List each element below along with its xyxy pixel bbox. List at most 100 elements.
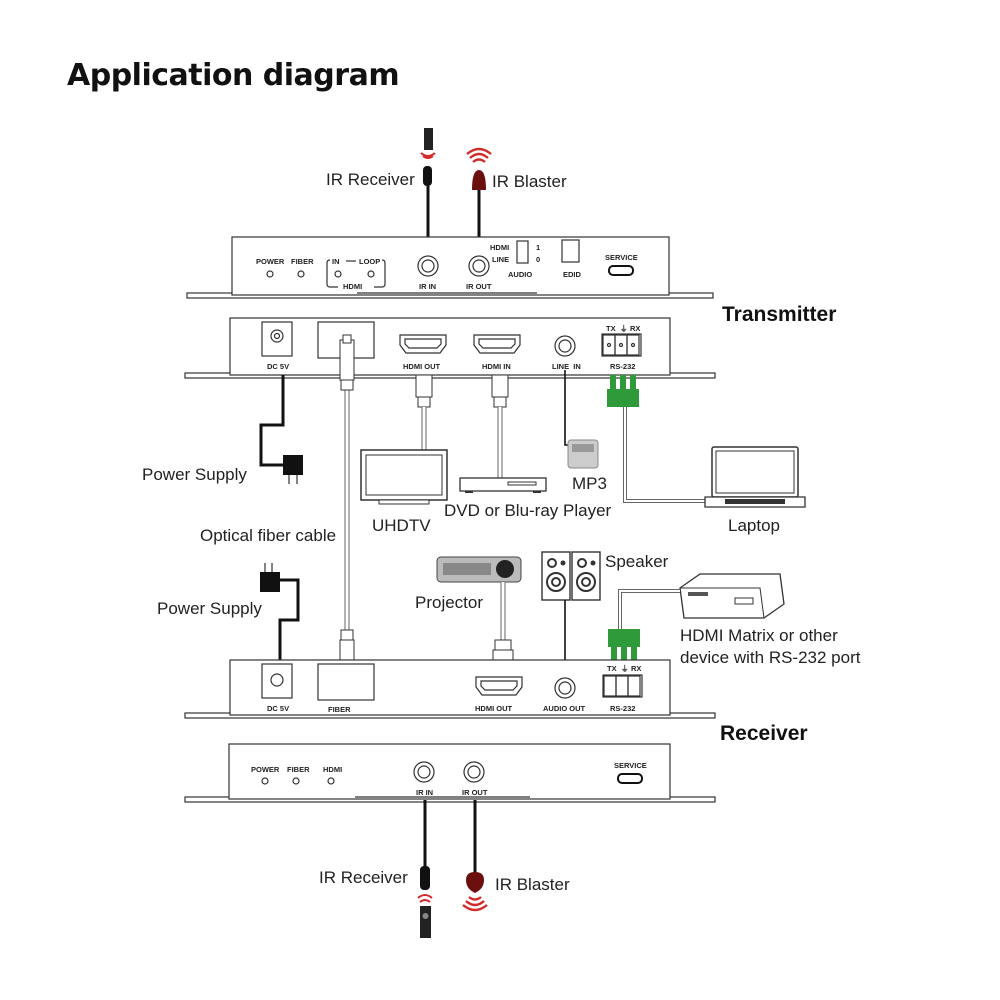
power-adapter-icon: [260, 563, 280, 592]
dvd-player-icon: [459, 477, 547, 493]
ir-out-port: [468, 255, 490, 277]
audio-switch[interactable]: [516, 240, 529, 264]
line-in-port: [554, 335, 576, 357]
ir-in-port: [417, 255, 439, 277]
ir-in-label: IR IN: [416, 788, 433, 797]
audio-out-label: AUDIO OUT: [543, 704, 586, 713]
ir-signal-icon: [420, 152, 436, 159]
audio-out-port: [554, 677, 576, 699]
ir-out-label: IR OUT: [462, 788, 488, 797]
ir-out-port: [463, 761, 485, 783]
transmitter-rear-panel: DC 5V HDMI OUT HDMI IN LINE IN TX ⏚ RX R…: [184, 317, 716, 379]
receiver-rear-panel: DC 5V FIBER HDMI OUT AUDIO OUT TX ⏚ RX R…: [184, 659, 716, 719]
hdmi-in-port: [473, 334, 521, 354]
ir-receiver-bottom: [417, 800, 433, 938]
audio-switch-line-label: LINE: [492, 255, 509, 264]
uhdtv-icon: [360, 449, 448, 505]
rs232-tx-label: TX: [607, 664, 617, 673]
transmitter-front-panel: POWER FIBER IN LOOP HDMI IR IN IR OUT HD…: [186, 236, 714, 299]
rs232-plug-tx: [607, 375, 639, 407]
fiber-port: [317, 663, 375, 701]
rx-power-cable: [278, 578, 300, 670]
dc-5v-port: [261, 663, 293, 699]
ir-blaster-icon: [472, 170, 486, 190]
rs232-plug-rx: [608, 629, 640, 661]
ir-receiver-label: IR Receiver: [326, 170, 415, 189]
hdmi-cable-tv: [415, 374, 433, 450]
dc-5v-port: [261, 321, 293, 357]
uhdtv-label: UHDTV: [372, 516, 431, 535]
laptop-icon: [704, 446, 806, 508]
rs232-ground-label: ⏚: [621, 664, 629, 673]
hdmi-loop-led: [367, 270, 375, 278]
ir-signal-icon: [417, 894, 433, 903]
hdmi-matrix-icon: [679, 573, 785, 619]
service-label: SERVICE: [605, 253, 638, 262]
dvd-label: DVD or Blu-ray Player: [444, 501, 612, 520]
ir-blaster-bottom-label: IR Blaster: [495, 875, 570, 894]
hdmi-out-label: HDMI OUT: [403, 362, 440, 371]
audio-label: AUDIO: [508, 270, 532, 279]
projector-label: Projector: [415, 593, 483, 612]
power-adapter-icon: [283, 455, 303, 484]
receiver-front-panel: POWER FIBER HDMI IR IN IR OUT SERVICE: [184, 743, 716, 803]
service-usb-port: [608, 265, 634, 276]
ir-blaster-label: IR Blaster: [492, 172, 567, 191]
ir-in-port: [413, 761, 435, 783]
power-led: [266, 270, 274, 278]
hdmi-out-port: [475, 676, 523, 696]
ir-out-label: IR OUT: [466, 282, 492, 291]
rs232-label: RS-232: [610, 362, 635, 371]
hdmi-loop-led-label: LOOP: [359, 257, 380, 266]
power-supply-tx-label: Power Supply: [142, 465, 247, 484]
rs232-rx-label: RX: [631, 664, 641, 673]
rs232-port: [601, 333, 642, 357]
speaker-icon: [541, 551, 601, 601]
fiber-led-label: FIBER: [291, 257, 314, 266]
rs232-rx-label: RX: [630, 324, 640, 333]
ir-receiver-icon: [423, 166, 432, 186]
ir-in-label: IR IN: [419, 282, 436, 291]
service-usb-port: [617, 773, 643, 784]
dc-5v-label: DC 5V: [267, 362, 289, 371]
audio-switch-value-0: 0: [536, 255, 540, 264]
transmitter-label: Transmitter: [722, 303, 836, 326]
edid-switch[interactable]: [561, 239, 580, 263]
mp3-player-icon: [567, 439, 599, 469]
hdmi-led: [327, 777, 335, 785]
hdmi-out-label: HDMI OUT: [475, 704, 512, 713]
ir-signal-icon: [462, 896, 488, 912]
fiber-label: FIBER: [328, 705, 351, 714]
power-led-label: POWER: [251, 765, 280, 774]
hdmi-group-label: HDMI: [343, 282, 362, 291]
rs232-tx-label: TX: [606, 324, 616, 333]
optical-fiber-label: Optical fiber cable: [200, 526, 336, 545]
remote-control-icon: [424, 128, 433, 150]
dc-5v-label: DC 5V: [267, 704, 289, 713]
fiber-led: [292, 777, 300, 785]
ir-blaster-icon: [466, 872, 484, 893]
fiber-led-label: FIBER: [287, 765, 310, 774]
hdmi-out-port: [399, 334, 447, 354]
audio-cable-mp3: [564, 370, 570, 446]
projector-icon: [436, 556, 522, 583]
tx-power-cable: [259, 375, 291, 467]
rs232-label: RS-232: [610, 704, 635, 713]
hdmi-in-led: [334, 270, 342, 278]
line-in-label: LINE IN: [552, 362, 581, 371]
hdmi-matrix-label-line1: HDMI Matrix or other: [680, 626, 838, 645]
rs232-ground-label: ⏚: [620, 324, 628, 333]
remote-control-icon: [420, 906, 431, 938]
hdmi-in-label: HDMI IN: [482, 362, 511, 371]
mp3-label: MP3: [572, 474, 607, 493]
rs232-port: [602, 674, 643, 698]
hdmi-led-label: HDMI: [323, 765, 342, 774]
page-title: Application diagram: [67, 58, 400, 93]
receiver-label: Receiver: [720, 722, 808, 745]
hdmi-in-led-label: IN: [332, 257, 340, 266]
power-led-label: POWER: [256, 257, 285, 266]
power-supply-rx-label: Power Supply: [157, 599, 262, 618]
audio-switch-hdmi-label: HDMI: [490, 243, 509, 252]
service-label: SERVICE: [614, 761, 647, 770]
